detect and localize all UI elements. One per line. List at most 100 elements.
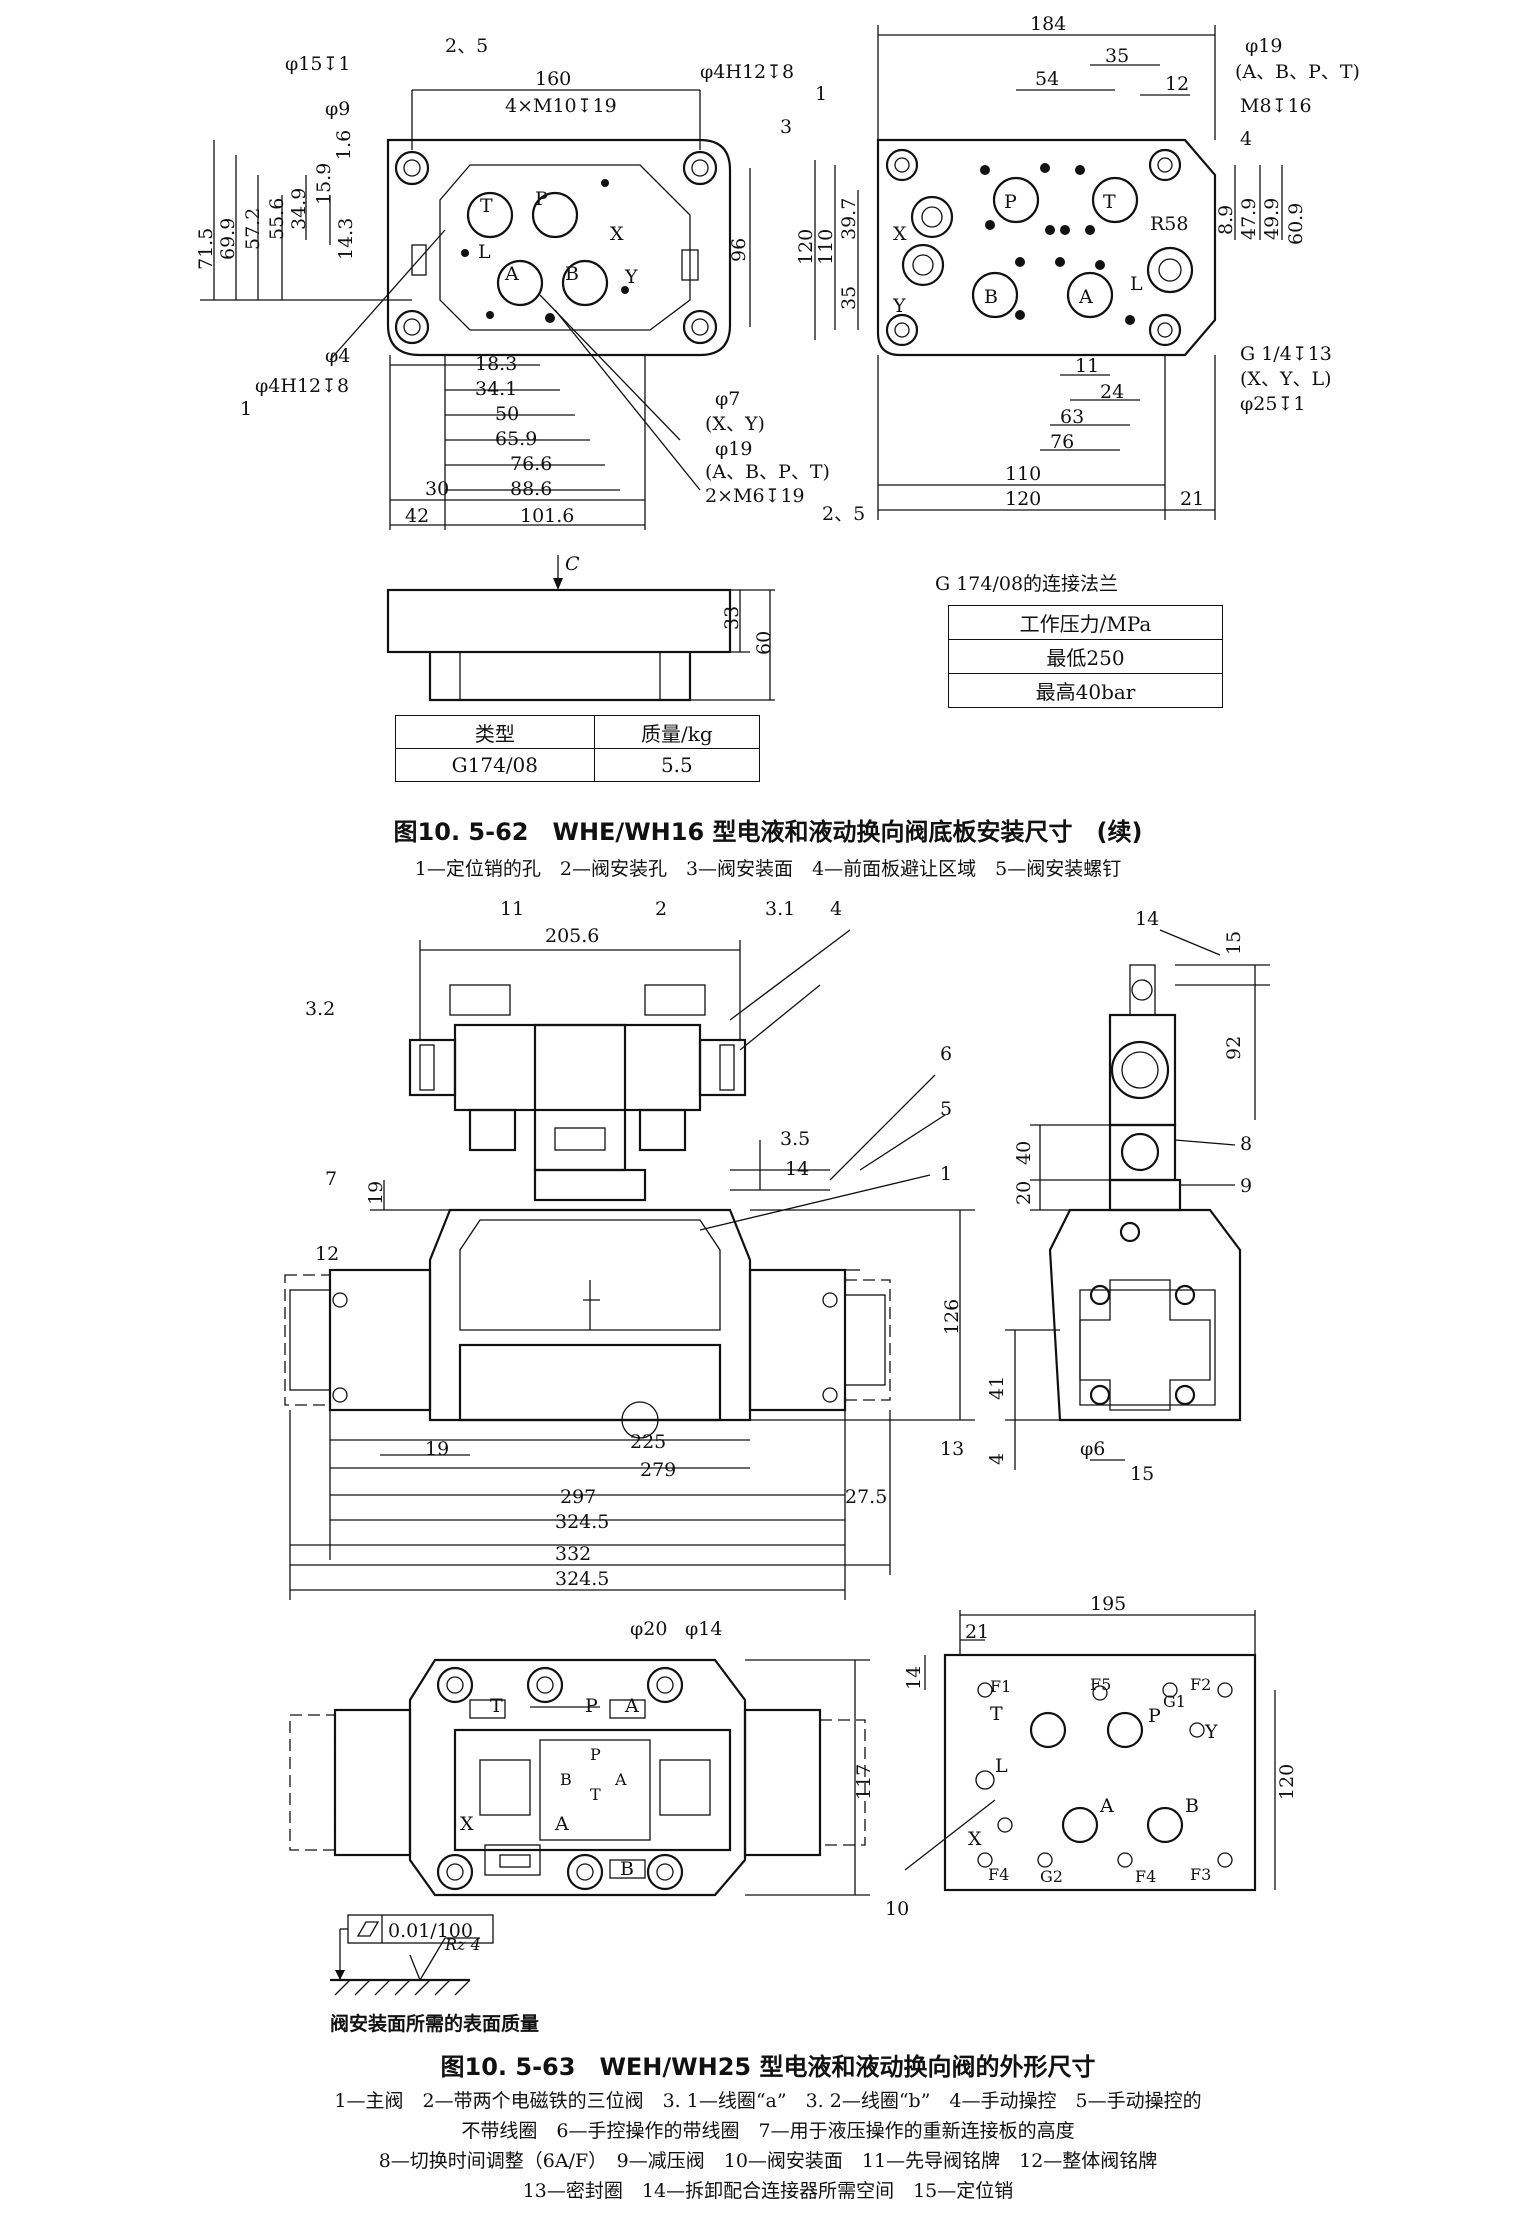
port-label: P [535,188,548,210]
front-label: 41 [986,1376,1008,1400]
top-label: T [490,1695,503,1717]
face-dim: 110 [1005,463,1041,485]
plan-dim: φ4H12↧8 [255,375,349,397]
top-label: 117 [853,1764,875,1800]
top-label: P [585,1695,598,1717]
face-dim: 4 [1240,128,1252,150]
subplate-plan-view [200,89,751,530]
plan-dim: 1.6 [333,130,355,160]
face-label: 14 [903,1666,925,1690]
face-dim: 120 [1005,488,1041,510]
plan-dim: φ15↧1 [285,53,351,75]
plan-dim: 1 [240,398,252,420]
front-label: 4 [986,1453,1008,1465]
face-label: F5 [1090,1675,1111,1694]
front-label: 12 [315,1243,339,1265]
front-label: 3.2 [305,998,335,1020]
front-label: 332 [555,1543,591,1565]
face-dim: 60.9 [1285,203,1307,245]
side-label: 20 [1013,1181,1035,1205]
face-label: F4 [1135,1867,1156,1886]
port-label: P [1004,191,1017,213]
plan-dim: φ7 [715,388,740,410]
surface-quality-symbol [330,1914,494,1996]
port-label: T [480,195,493,217]
side-label: 8 [1240,1133,1252,1155]
face-dim: 12 [1165,73,1189,95]
plan-dim: 96 [728,238,750,262]
figure-caption-62: 图10. 5-62 WHE/WH16 型电液和液动换向阀底板安装尺寸 (续) [394,818,1143,846]
face-dim: 35 [838,286,860,310]
front-label: 225 [630,1431,666,1453]
face-dim: 21 [1180,488,1204,510]
valve-mounting-face [904,1610,1276,1892]
face-label: 195 [1090,1593,1126,1615]
face-label: X [968,1828,982,1850]
subplate-side-view [386,555,775,702]
plan-dim: (A、B、P、T) [705,461,830,483]
port-label: A [1078,286,1093,308]
face-dim: 24 [1100,381,1124,403]
face-dim: 76 [1050,431,1074,453]
top-label: A [554,1813,569,1835]
front-label: 297 [560,1486,596,1508]
top-label: φ20 [630,1618,667,1640]
port-label: T [1103,191,1116,213]
top-label: X [460,1813,474,1835]
side-label: φ6 [1080,1438,1105,1460]
front-label: 2 [655,898,667,920]
flange-row: 最低250 [948,639,1223,674]
face-label: A [1099,1795,1114,1817]
port-label: X [893,223,907,245]
face-label: 10 [885,1898,909,1920]
legend-line: 不带线圈 6—手控操作的带线圈 7—用于液压操作的重新连接板的高度 [461,2120,1074,2142]
valve-front-view [284,929,975,1600]
front-label: 5 [940,1098,952,1120]
side-label: 9 [1240,1175,1252,1197]
figure-caption-63: 图10. 5-63 WEH/WH25 型电液和液动换向阀的外形尺寸 [441,2053,1096,2081]
plan-dim: φ19 [715,438,752,460]
surface-caption: 阀安装面所需的表面质量 [330,2012,539,2035]
face-dim: 8.9 [1215,205,1237,235]
face-label: L [995,1755,1008,1777]
plan-dim: 42 [405,505,429,527]
valve-top-view [289,1658,870,1897]
face-label: G1 [1163,1692,1186,1711]
port-label: B [565,263,579,285]
mass-cell-type: G174/08 [395,748,595,782]
front-label: 4 [830,898,842,920]
face-label: F3 [1190,1865,1211,1884]
side-label: 15 [1130,1463,1154,1485]
small-port: T [590,1785,601,1804]
flange-row: 工作压力/MPa [948,605,1223,640]
plan-dim: 4×M10↧19 [505,95,617,117]
plan-dim: (X、Y) [705,413,765,435]
plan-dim: φ4H12↧8 [700,61,794,83]
side-label: 14 [1135,908,1159,930]
face-dim: φ19 [1245,35,1282,57]
plan-dim: 76.6 [510,453,552,475]
face-label: Y [1204,1721,1218,1743]
front-label: 324.5 [555,1511,609,1533]
front-label: 19 [365,1181,387,1205]
face-dim: R58 [1150,213,1188,235]
front-label: 27.5 [845,1486,887,1508]
front-label: 14 [785,1158,809,1180]
plan-dim: 65.9 [495,428,537,450]
front-label: 1 [940,1163,952,1185]
face-dim: (A、B、P、T) [1235,61,1360,83]
plan-dim: φ9 [325,98,350,120]
plan-dim: 2、5 [445,35,488,57]
plan-dim: 3 [780,116,792,138]
face-dim: 49.9 [1261,198,1283,240]
plan-dim: 34.9 [288,188,310,230]
side-dim: 33 [721,606,743,630]
plan-dim: 50 [495,403,519,425]
front-label: 6 [940,1043,952,1065]
face-dim: G 1/4↧13 [1240,343,1332,365]
face-label: F1 [990,1677,1011,1696]
face-label: B [1185,1795,1199,1817]
mass-cell-mass: 5.5 [593,748,761,782]
plan-dim: 34.1 [475,378,517,400]
